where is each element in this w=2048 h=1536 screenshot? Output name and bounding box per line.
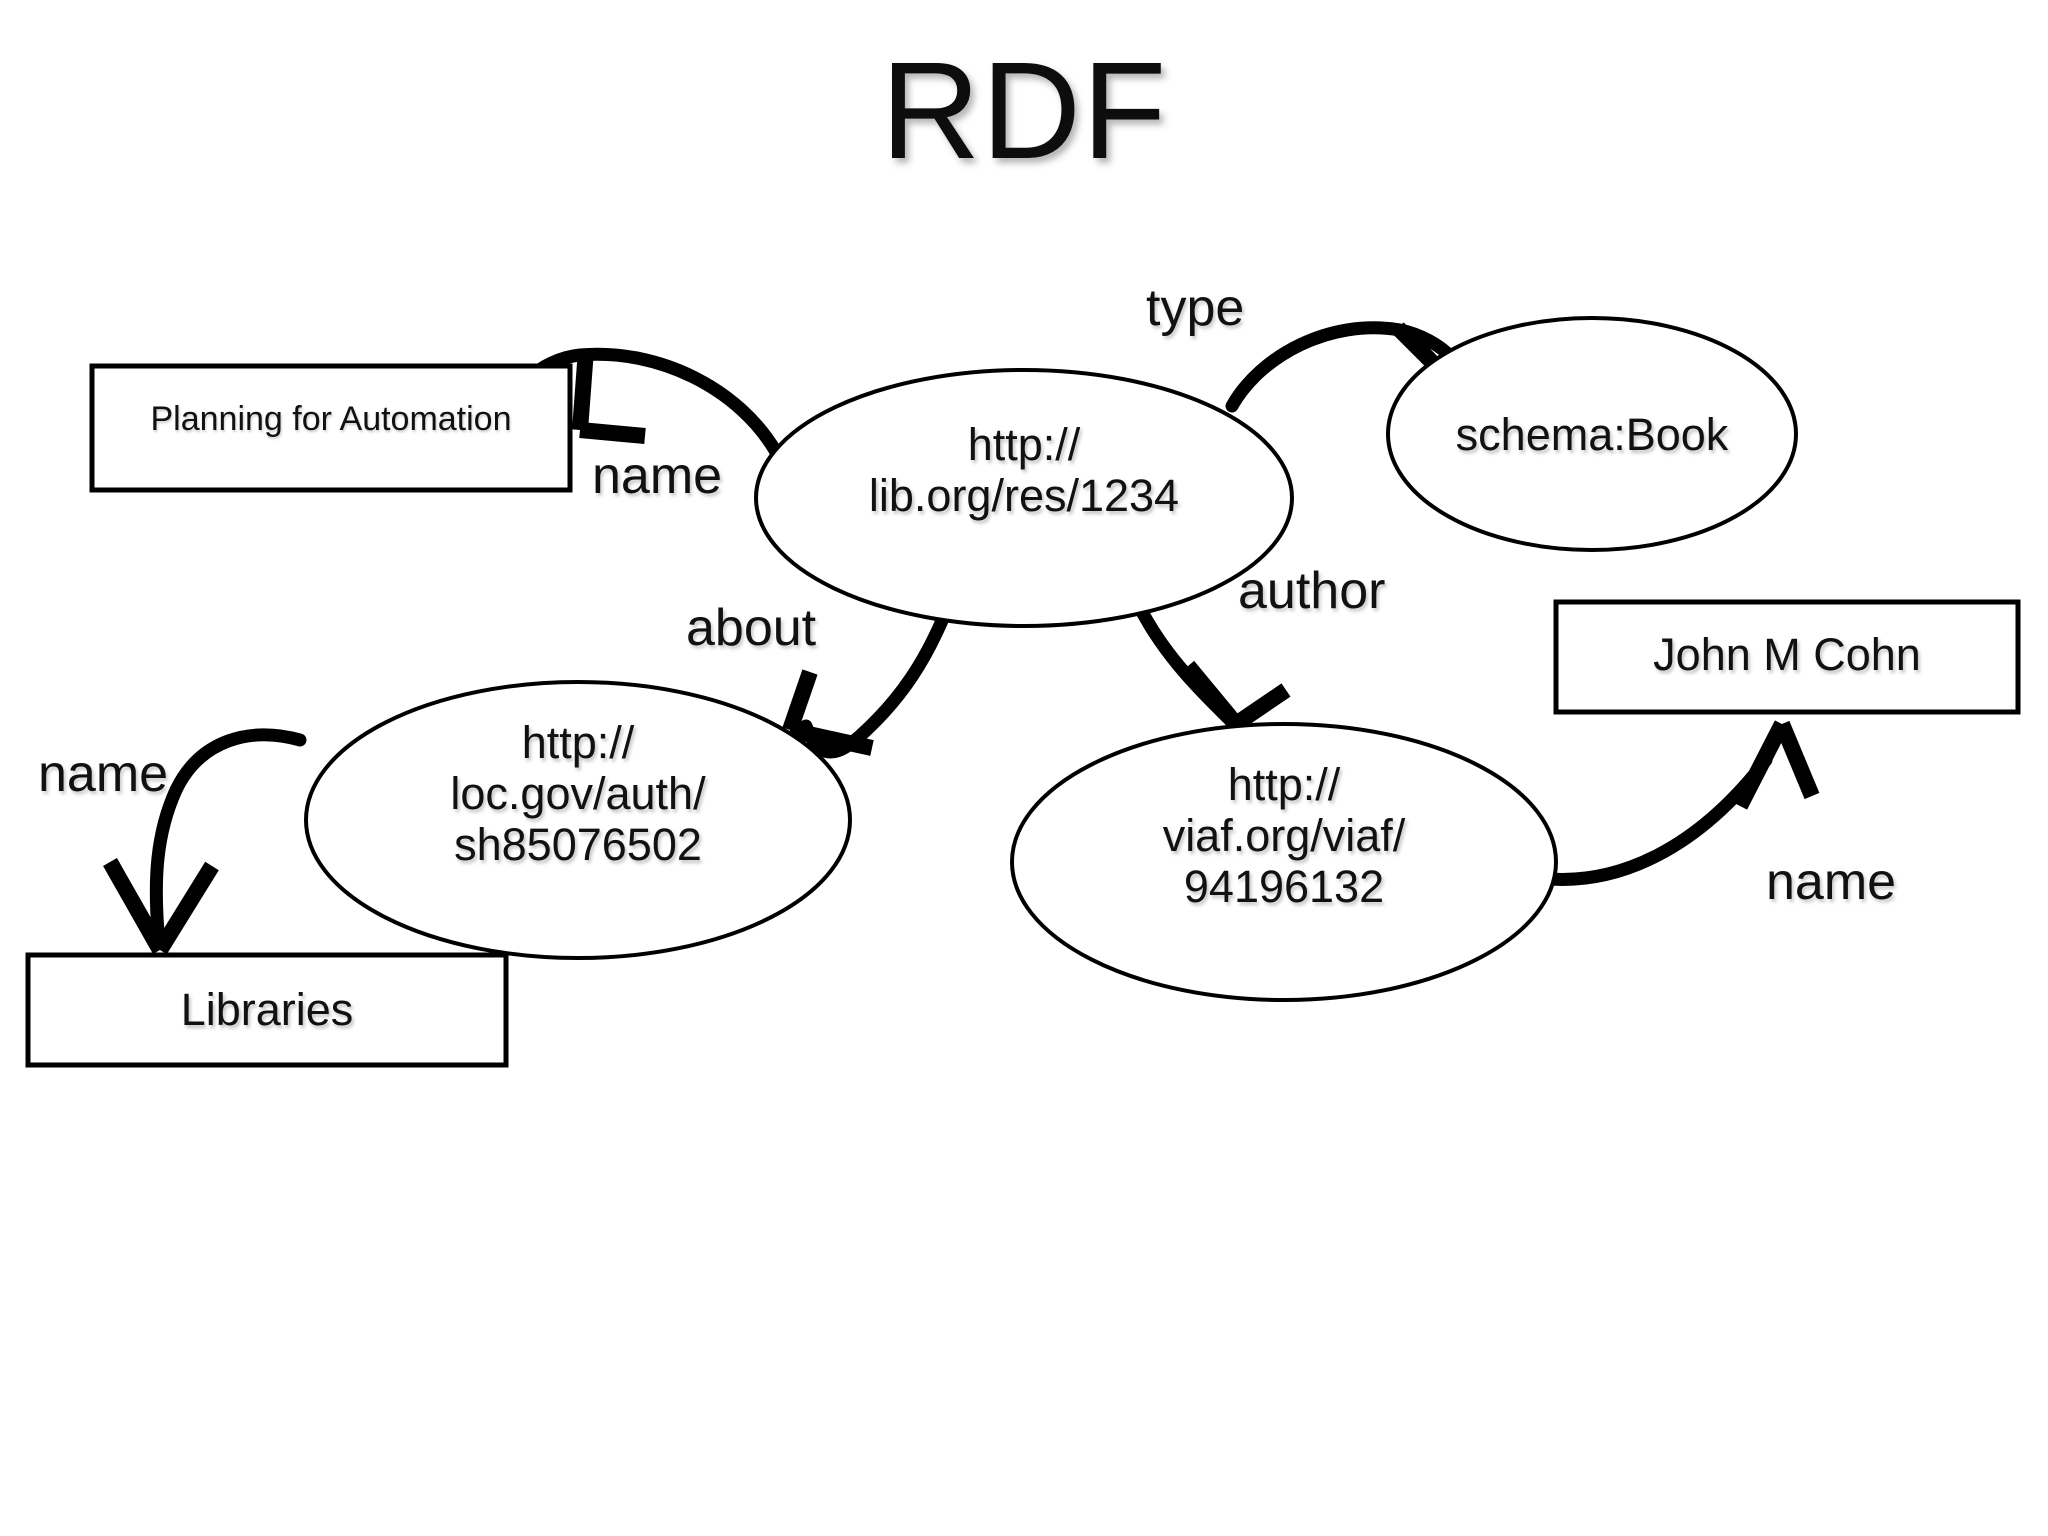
edge-label-type: type — [1146, 279, 1245, 337]
node-author-name-label: John M Cohn — [1653, 629, 1921, 680]
node-author-name-shape — [1553, 599, 2021, 715]
node-resource-shape — [754, 368, 1294, 628]
edge-author — [1129, 593, 1291, 731]
node-author-uri-shape — [1010, 722, 1558, 1002]
node-resource-label: http:// lib.org/res/1234 — [868, 419, 1180, 521]
node-subject-shape — [304, 680, 852, 960]
edge-label-name-author: name — [1766, 853, 1897, 911]
edge-label-name-title: name — [592, 447, 723, 505]
node-schema-book-shape — [1386, 316, 1798, 552]
edge-label-name-subject: name — [38, 745, 169, 803]
node-subject-label: http:// loc.gov/auth/ sh85076502 — [450, 717, 706, 870]
edge-name-subject — [103, 728, 307, 955]
edge-label-author: author — [1238, 562, 1386, 620]
node-subject-name-shape — [25, 952, 509, 1068]
page-title: RDF — [880, 34, 1168, 188]
node-book-title-label: Planning for Automation — [150, 400, 512, 438]
node-schema-book-label: schema:Book — [1455, 409, 1729, 460]
node-subject-name-label: Libraries — [180, 984, 354, 1035]
node-book-title-shape — [89, 363, 573, 493]
edge-about — [782, 589, 959, 759]
edge-name-author — [1531, 720, 1820, 886]
node-author-uri-label: http:// viaf.org/viaf/ 94196132 — [1162, 759, 1406, 912]
edge-label-about: about — [686, 599, 817, 657]
